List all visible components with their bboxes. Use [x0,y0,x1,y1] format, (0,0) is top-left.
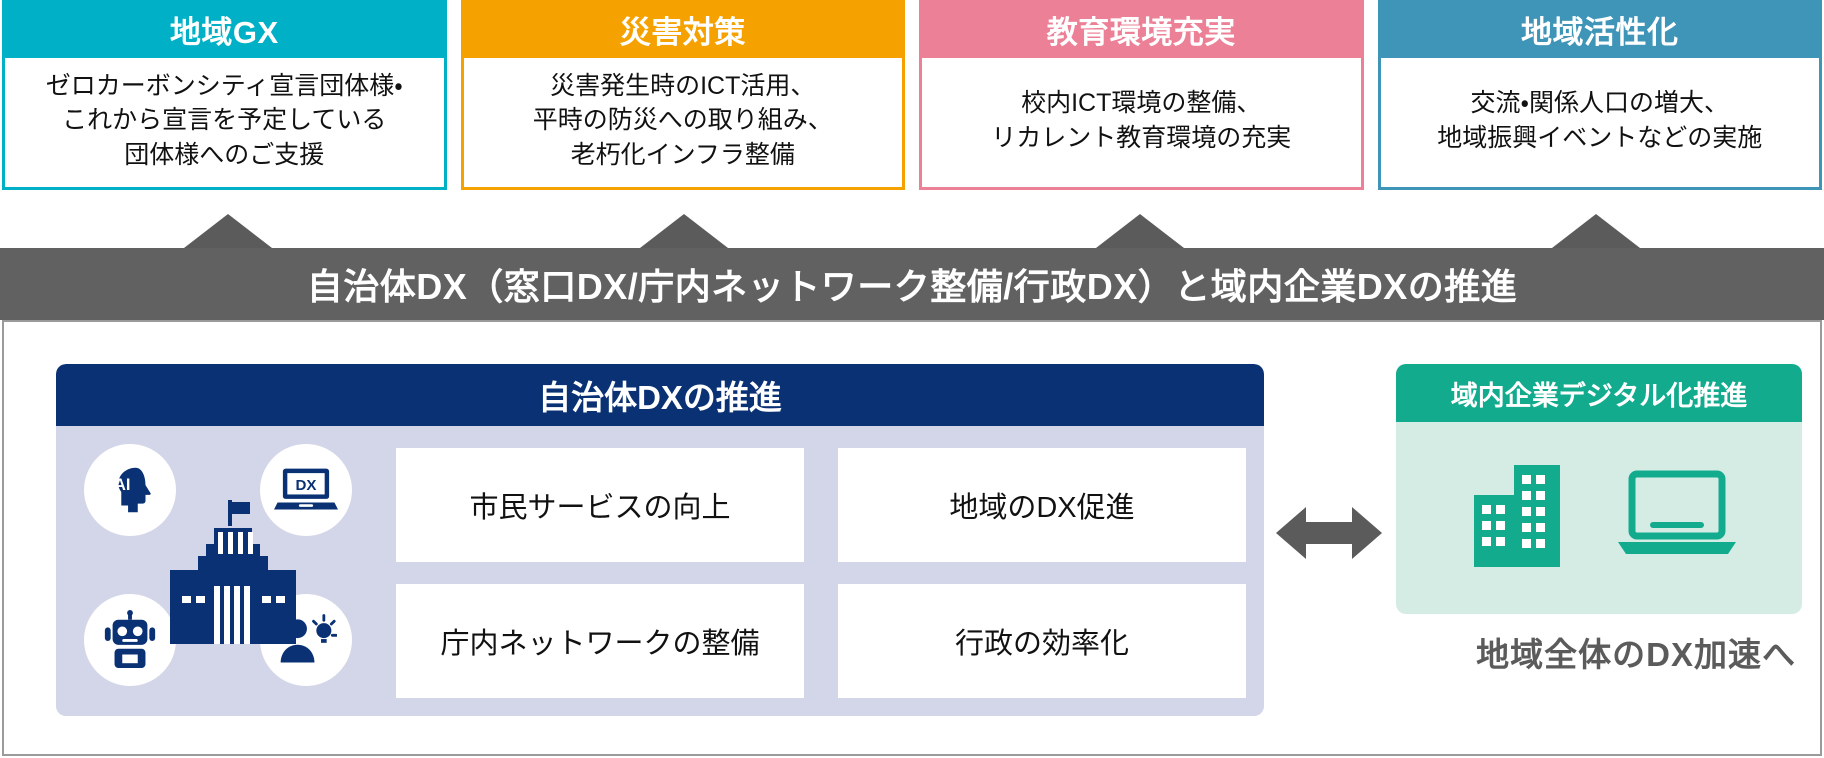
biz-digital-panel-body [1396,422,1802,614]
biz-digital-panel-header: 域内企業デジタル化推進 [1396,364,1802,422]
dx-laptop-icon: DX [260,444,352,536]
theme-card-body: 災害発生時のICT活用、 平時の防災への取り組み、 老朽化インフラ整備 [460,58,905,190]
main-banner: 自治体DX（窓口DX/庁内ネットワーク整備/行政DX）と域内企業DXの推進 [0,248,1824,320]
triangle-up-icon [1552,214,1640,248]
theme-card-title: 地域GX [2,0,447,58]
biz-digital-panel: 域内企業デジタル化推進 [1396,364,1802,614]
gov-icon-cluster: AI DX [66,426,396,716]
gov-dx-measure-box: 市民サービスの向上 [396,448,804,562]
arrow-cell [912,190,1368,248]
theme-card-chiiki-kasseika: 地域活性化 交流・関係人口の増大、 地域振興イベントなどの実施 [1377,0,1822,190]
gov-dx-measure-box: 行政の効率化 [838,584,1246,698]
main-banner-text: 自治体DX（窓口DX/庁内ネットワーク整備/行政DX）と域内企業DXの推進 [306,266,1518,307]
triangle-up-icon [1096,214,1184,248]
arrow-cell [0,190,456,248]
arrow-cell [1368,190,1824,248]
arrow-cell [456,190,912,248]
theme-card-body: ゼロカーボンシティ宣言団体様・ これから宣言を予定している 団体様へのご支援 [2,58,447,190]
lower-frame-inner: 自治体DXの推進 AI [4,322,1820,754]
theme-card-body: 校内ICT環境の整備、 リカレント教育環境の充実 [919,58,1364,190]
lower-frame: 自治体DXの推進 AI [2,320,1822,756]
government-building-icon [154,498,312,646]
gov-dx-panel-header: 自治体DXの推進 [56,364,1264,426]
theme-card-title: 災害対策 [460,0,905,58]
robot-icon [84,594,176,686]
theme-card-saigai-taisaku: 災害対策 災害発生時のICT活用、 平時の防災への取り組み、 老朽化インフラ整備 [460,0,905,190]
biz-digital-note: 地域全体のDX加速へ [1476,636,1796,673]
theme-card-title: 地域活性化 [1377,0,1822,58]
theme-card-chiiki-gx: 地域GX ゼロカーボンシティ宣言団体様・ これから宣言を予定している 団体様への… [2,0,447,190]
gov-dx-panel: 自治体DXの推進 AI [56,364,1264,716]
gov-dx-measure-box: 地域のDX促進 [838,448,1246,562]
gov-dx-panel-body: AI DX [56,426,1264,716]
laptop-icon [1616,468,1738,569]
theme-card-title: 教育環境充実 [919,0,1364,58]
theme-card-row: 地域GX ゼロカーボンシティ宣言団体様・ これから宣言を予定している 団体様への… [0,0,1824,190]
office-building-icon [1460,461,1576,576]
triangle-up-icon [640,214,728,248]
arrow-row [0,190,1824,248]
gov-dx-measure-boxes: 市民サービスの向上 地域のDX促進 庁内ネットワークの整備 行政の効率化 [396,448,1246,698]
ai-head-icon: AI [84,444,176,536]
double-arrow-horizontal-icon [1276,502,1382,564]
svg-text:AI: AI [114,476,130,494]
theme-card-body: 交流・関係人口の増大、 地域振興イベントなどの実施 [1377,58,1822,190]
triangle-up-icon [184,214,272,248]
theme-card-kyoiku-kankyo: 教育環境充実 校内ICT環境の整備、 リカレント教育環境の充実 [919,0,1364,190]
svg-text:DX: DX [296,477,317,494]
gov-dx-measure-box: 庁内ネットワークの整備 [396,584,804,698]
